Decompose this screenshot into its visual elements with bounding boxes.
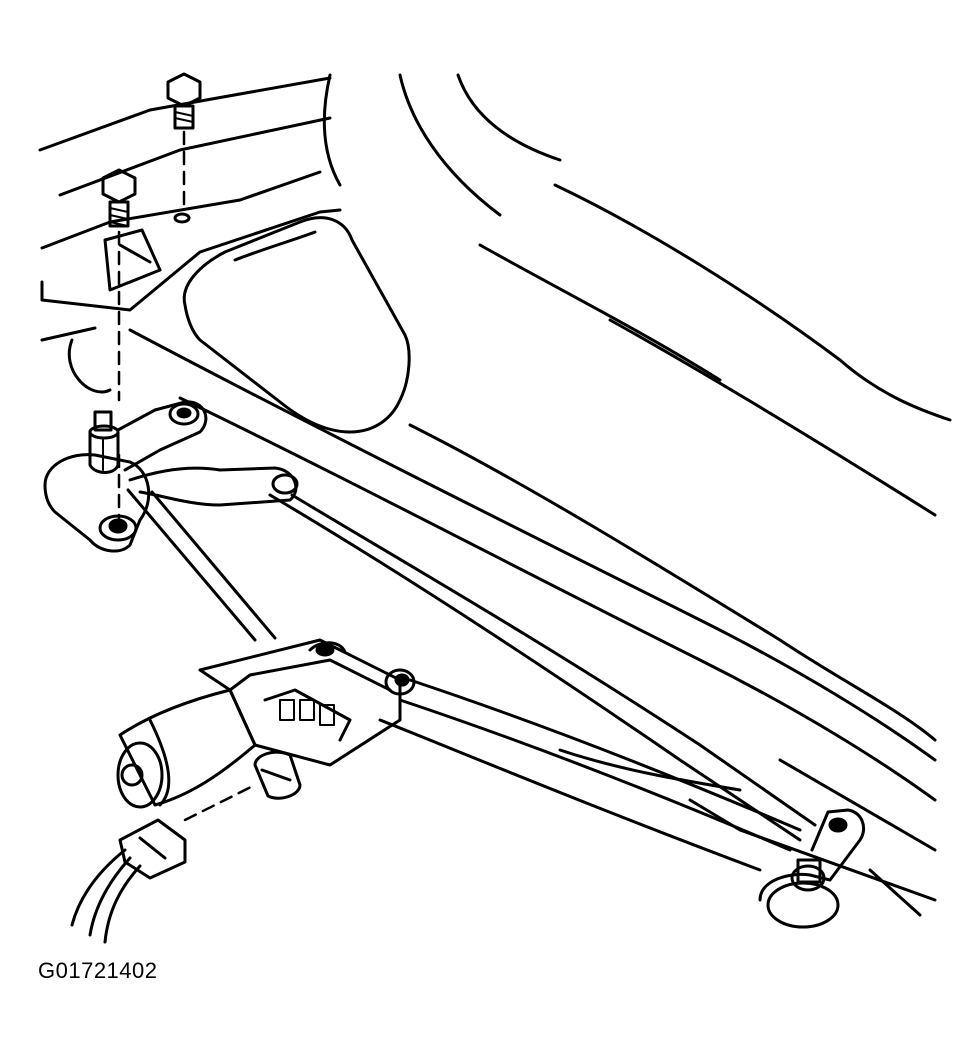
wiper-motor-icon [116,638,416,809]
wiper-pivot-icon [43,400,208,553]
mounting-bolt-icon [101,72,202,402]
wiper-transmission-linkage-icon [126,466,865,929]
electrical-connector-icon [70,783,257,944]
figure-reference-code: G01721402 [38,958,158,983]
body-panel-icon [38,73,952,917]
cowl-opening-icon [182,216,411,434]
